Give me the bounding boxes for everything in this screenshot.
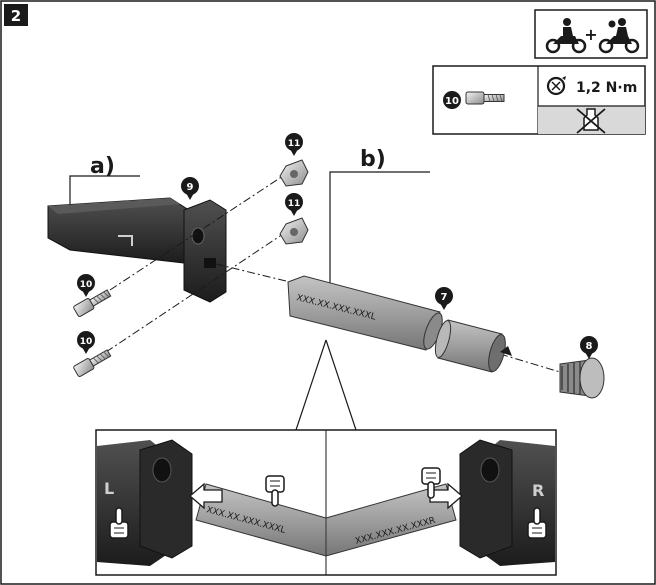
handlebar-tube: XXX.XX.XXX.XXXL bbox=[287, 275, 443, 351]
part-number-badge bbox=[443, 91, 461, 109]
end-plug bbox=[559, 357, 605, 399]
svg-text:11: 11 bbox=[288, 139, 301, 149]
svg-text:10: 10 bbox=[445, 96, 459, 107]
label-b: b) bbox=[360, 147, 386, 172]
svg-text:11: 11 bbox=[288, 199, 301, 209]
insert-arrow-left bbox=[189, 482, 223, 510]
step-badge bbox=[4, 4, 28, 26]
no-threadlocker-icon bbox=[576, 108, 606, 134]
svg-text:7: 7 bbox=[441, 292, 448, 303]
torque-value: 1,2 N·m bbox=[576, 80, 637, 96]
callout-8: 8 bbox=[580, 336, 598, 359]
handguard-bracket-left bbox=[47, 197, 227, 303]
callout-10-lower: 10 bbox=[77, 331, 95, 354]
label-b-leader bbox=[329, 171, 430, 295]
callout-10-upper: 10 bbox=[77, 274, 95, 297]
label-a: a) bbox=[90, 154, 115, 179]
svg-text:9: 9 bbox=[187, 182, 194, 193]
callout-9: 9 bbox=[181, 177, 199, 200]
torque-spec-panel: 10 1,2 N·m bbox=[432, 65, 646, 135]
svg-text:8: 8 bbox=[586, 341, 593, 352]
insert-arrow-right bbox=[429, 482, 463, 510]
nut-upper bbox=[279, 159, 309, 187]
detail-inset: L XXX.XX.XXX.XXXL R XXX.XXX.XX.XXXR bbox=[95, 429, 557, 576]
svg-text:10: 10 bbox=[80, 280, 93, 290]
end-tube bbox=[434, 319, 506, 373]
callout-11-lower: 11 bbox=[285, 193, 303, 216]
svg-text:10: 10 bbox=[80, 337, 93, 347]
insert-arrow bbox=[500, 346, 512, 356]
step-number: 2 bbox=[11, 7, 21, 25]
svg-text:+: + bbox=[584, 25, 597, 44]
zoom-wedge bbox=[295, 339, 357, 431]
left-grip-marking: L bbox=[104, 479, 114, 498]
nut-lower bbox=[279, 217, 309, 245]
rider-plus-passenger-icon: + bbox=[534, 9, 648, 59]
torque-wrench-icon bbox=[546, 76, 566, 96]
callout-11-upper: 11 bbox=[285, 133, 303, 156]
callout-7: 7 bbox=[435, 287, 453, 310]
right-grip-marking: R bbox=[532, 481, 544, 500]
